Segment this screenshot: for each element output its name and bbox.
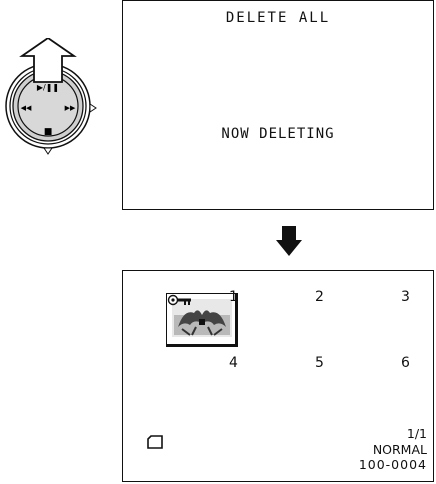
up-arrow-icon — [19, 38, 77, 83]
stop-label: ■ — [44, 127, 53, 137]
thumbnail-number-5[interactable]: 5 — [315, 355, 324, 371]
down-arrow-icon — [276, 226, 302, 256]
thumbnail-number-2[interactable]: 2 — [315, 289, 324, 305]
control-pad[interactable]: ▶/❚❚ ◀◀ ▶▶ ■ — [4, 38, 100, 156]
thumbnail-number-4[interactable]: 4 — [229, 355, 238, 371]
memory-card-icon — [147, 434, 163, 453]
rewind-label: ◀◀ — [21, 104, 32, 112]
thumbnail-number-3[interactable]: 3 — [401, 289, 410, 305]
key-protect-icon — [167, 291, 193, 310]
file-number: 100-0004 — [358, 457, 427, 472]
fast-forward-label: ▶▶ — [65, 104, 76, 112]
index-screen: 1 2 3 4 5 6 1/1 NORMAL 100-0004 — [122, 270, 434, 482]
thumbnail-1-image[interactable] — [166, 293, 238, 347]
image-counter: 1/1 — [406, 426, 427, 441]
thumbnail-number-6[interactable]: 6 — [401, 355, 410, 371]
thumbnail-number-1[interactable]: 1 — [229, 289, 238, 305]
quality-label: NORMAL — [372, 442, 427, 457]
status-message: NOW DELETING — [221, 126, 335, 142]
delete-screen: DELETE ALL NOW DELETING — [122, 0, 434, 210]
play-pause-label: ▶/❚❚ — [37, 83, 59, 92]
screen-title: DELETE ALL — [225, 10, 331, 26]
